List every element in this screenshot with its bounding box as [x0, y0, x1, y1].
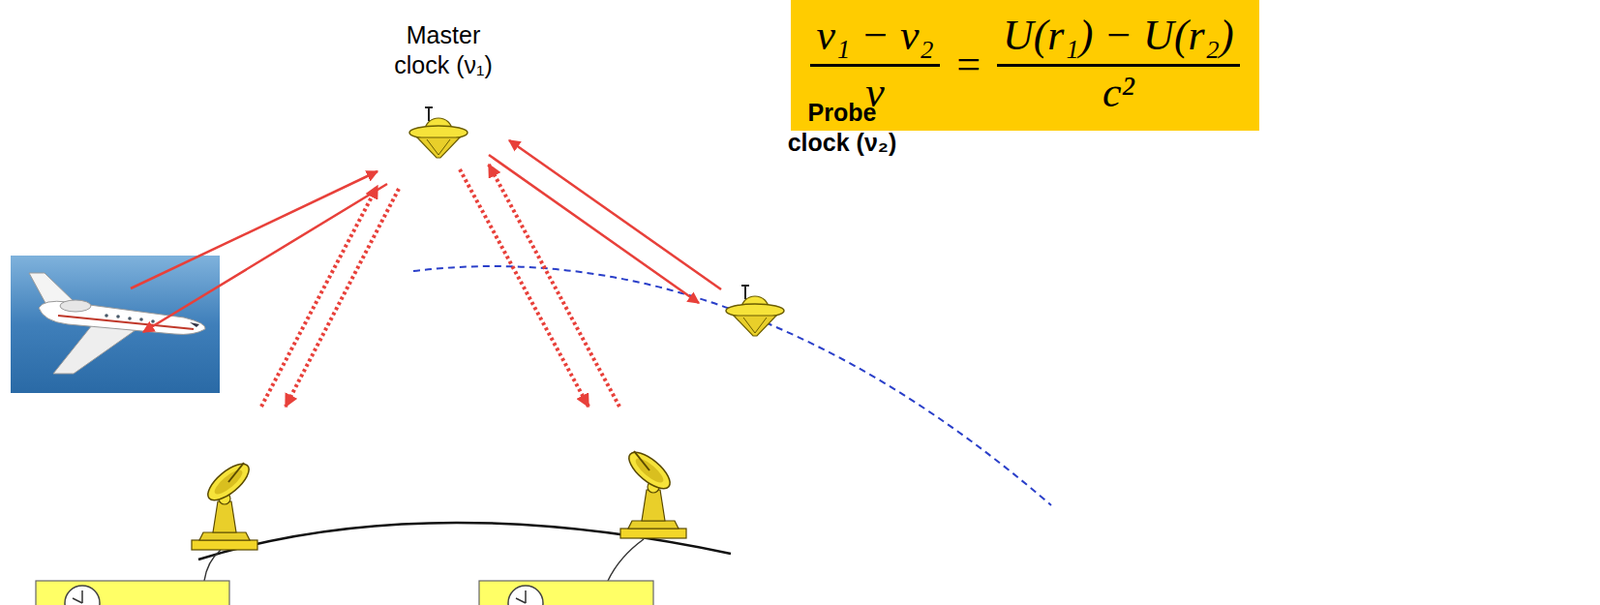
- ground-antenna: [191, 457, 258, 550]
- ground-antenna: [620, 446, 687, 539]
- formula-term: =: [939, 40, 997, 91]
- ground-clock: [35, 580, 230, 605]
- ground-clock: [479, 580, 654, 605]
- master-satellite: [409, 107, 468, 158]
- optical-link: [130, 140, 722, 333]
- aircraft-picture: [10, 255, 220, 393]
- cable: [607, 539, 644, 581]
- satellite-label: Probe clock (ν₂): [774, 97, 910, 158]
- satellite-label: Master clock (ν₁): [380, 20, 507, 81]
- orbit-arc: [413, 266, 1052, 506]
- formula-term: ν₁ − ν₂: [810, 11, 940, 67]
- formula-term: U(r₁) − U(r₂): [996, 11, 1240, 67]
- probe-satellite: [725, 285, 785, 336]
- cable: [204, 549, 221, 581]
- formula-term: c²: [996, 66, 1240, 120]
